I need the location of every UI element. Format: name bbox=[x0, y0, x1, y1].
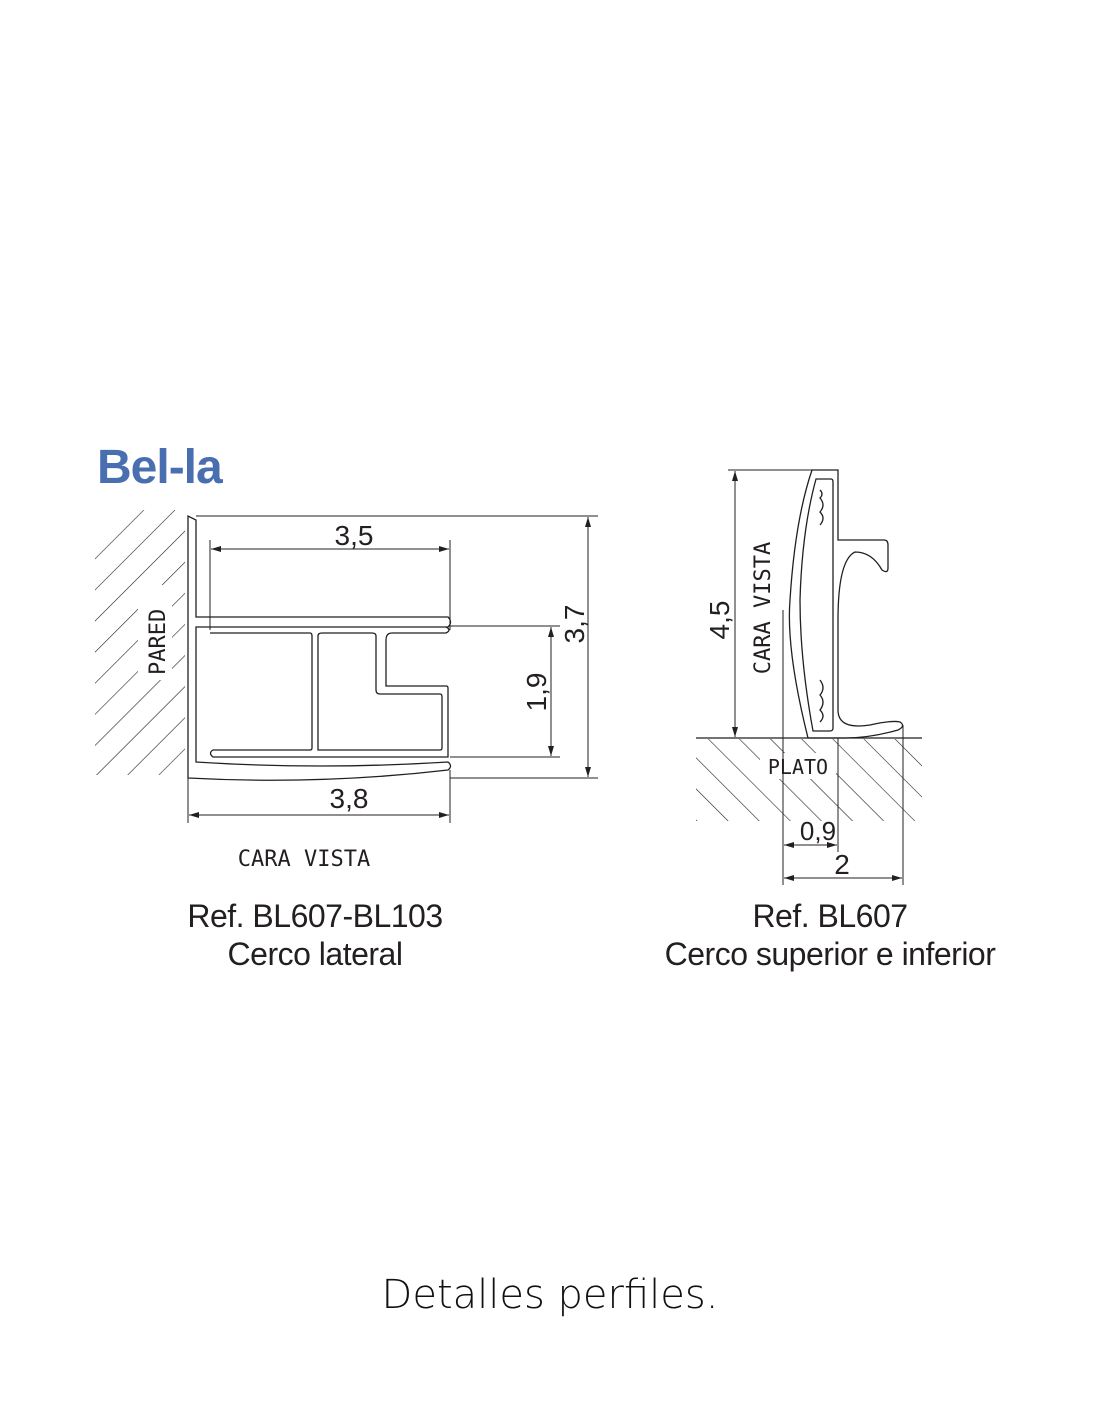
footer-caption: Detalles perfiles. bbox=[381, 1272, 719, 1318]
name-side-frame: Cerco lateral bbox=[227, 936, 403, 972]
dim-inner-height: 1,9 bbox=[521, 673, 552, 712]
ref-side-frame: Ref. BL607-BL103 bbox=[187, 898, 443, 934]
face-label-left: CARA VISTA bbox=[238, 847, 370, 872]
brand-title: Bel-la bbox=[97, 441, 223, 494]
dim-inner-width: 0,9 bbox=[800, 816, 836, 846]
dim-total-height: 3,7 bbox=[559, 605, 590, 644]
side-frame-dimensions bbox=[187, 515, 598, 823]
base-label: PLATO bbox=[768, 755, 828, 779]
caption-side-frame: Ref. BL607-BL103 Cerco lateral bbox=[140, 897, 490, 973]
name-top-bottom-frame: Cerco superior e inferior bbox=[664, 936, 996, 972]
base-hatch bbox=[696, 737, 922, 821]
ref-top-bottom-frame: Ref. BL607 bbox=[752, 898, 908, 934]
wall-hatch bbox=[95, 510, 185, 775]
wall-label: PARED bbox=[146, 609, 171, 675]
dim-height: 4,5 bbox=[704, 601, 735, 640]
side-frame-profile bbox=[187, 514, 452, 781]
top-bottom-frame-dimensions bbox=[728, 469, 904, 885]
caption-top-bottom-frame: Ref. BL607 Cerco superior e inferior bbox=[620, 897, 1040, 973]
dim-total-width: 2 bbox=[834, 849, 850, 880]
top-bottom-frame-profile bbox=[788, 469, 904, 739]
dim-top-width: 3,5 bbox=[335, 520, 374, 551]
face-label-right: CARA VISTA bbox=[751, 542, 776, 674]
dim-bottom-width: 3,8 bbox=[330, 783, 369, 814]
